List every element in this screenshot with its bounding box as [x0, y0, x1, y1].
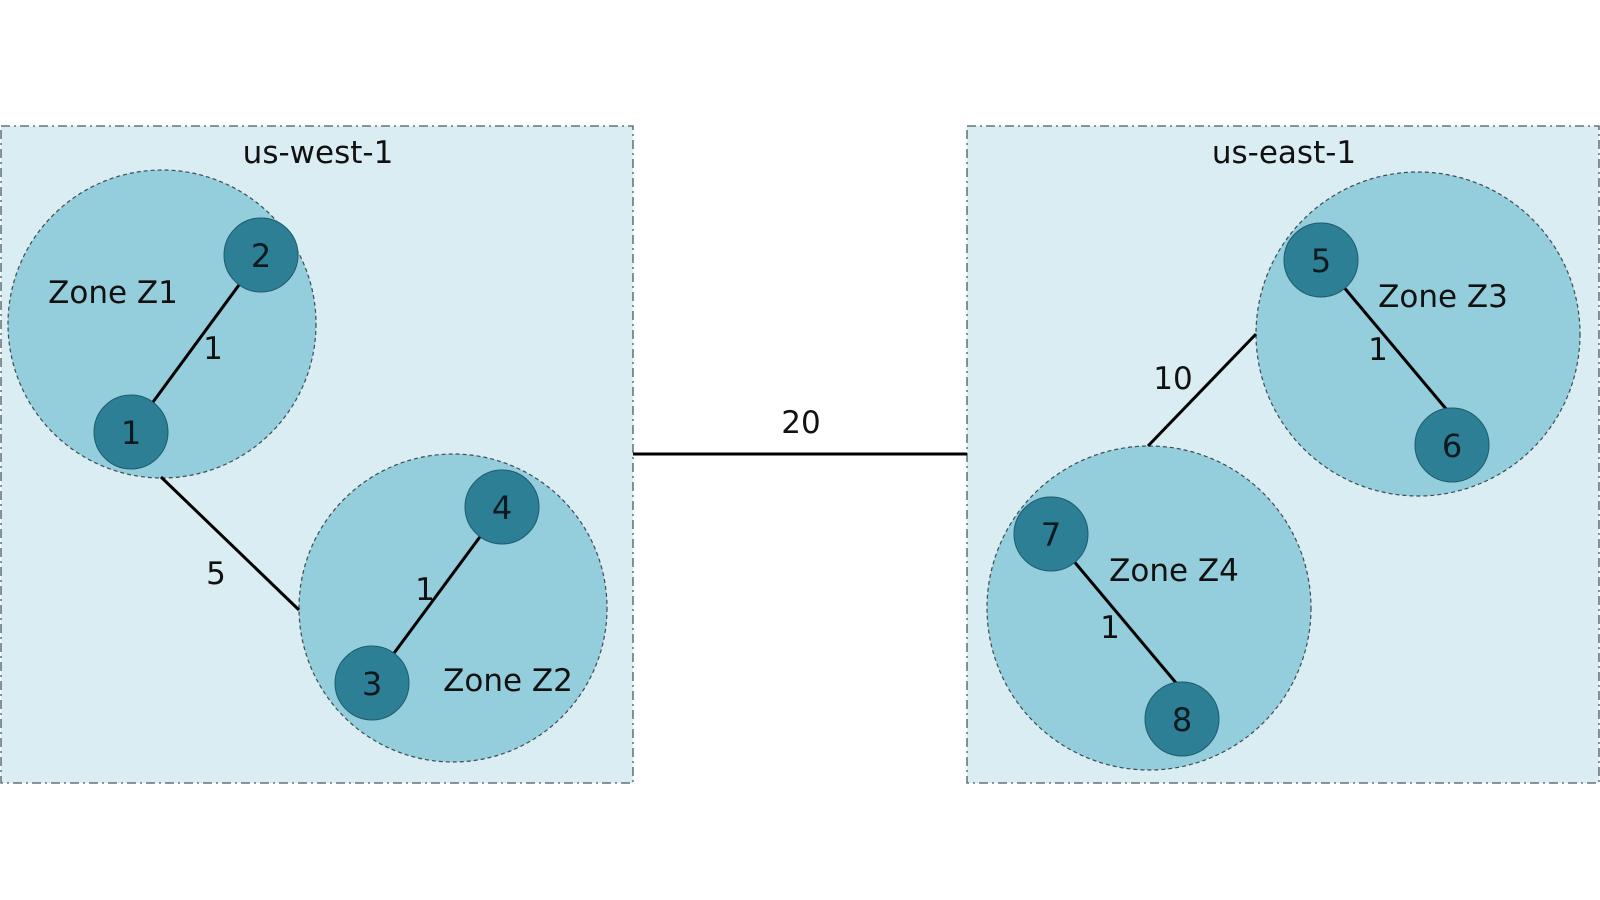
node-label-6: 6 [1442, 427, 1462, 465]
weight-label-n5-n6: 1 [1368, 332, 1388, 368]
node-label-8: 8 [1172, 701, 1192, 739]
zone-label-z4: Zone Z4 [1109, 553, 1239, 589]
node-label-1: 1 [121, 414, 141, 452]
weight-label-n7-n8: 1 [1100, 610, 1120, 646]
node-6-circle [1414, 407, 1490, 483]
zone-label-z1: Zone Z1 [48, 275, 178, 311]
node-label-5: 5 [1311, 242, 1331, 280]
node-1-circle [93, 394, 169, 470]
node-label-3: 3 [362, 665, 382, 703]
weight-label-n3-n4: 1 [415, 572, 435, 608]
node-3-circle [334, 645, 410, 721]
zone-label-z3: Zone Z3 [1378, 279, 1508, 315]
node-2-circle [223, 217, 299, 293]
node-5-circle [1283, 222, 1359, 298]
node-label-7: 7 [1041, 516, 1061, 554]
zone-label-z2: Zone Z2 [443, 663, 573, 699]
node-7-circle [1013, 496, 1089, 572]
weight-label-west-east: 20 [781, 405, 820, 441]
region-label-us-east-1: us-east-1 [1212, 135, 1356, 171]
node-8-circle [1144, 681, 1220, 757]
weight-label-z1-z2: 5 [206, 556, 226, 592]
region-label-us-west-1: us-west-1 [243, 135, 394, 171]
node-label-4: 4 [492, 489, 512, 527]
weight-label-z3-z4: 10 [1153, 361, 1192, 397]
node-label-2: 2 [251, 237, 271, 275]
zone-z2-circle [298, 453, 608, 763]
link-z3-z4 [1146, 332, 1258, 448]
link-z1-z2 [159, 475, 301, 612]
node-4-circle [464, 469, 540, 545]
weight-label-n1-n2: 1 [203, 331, 223, 367]
